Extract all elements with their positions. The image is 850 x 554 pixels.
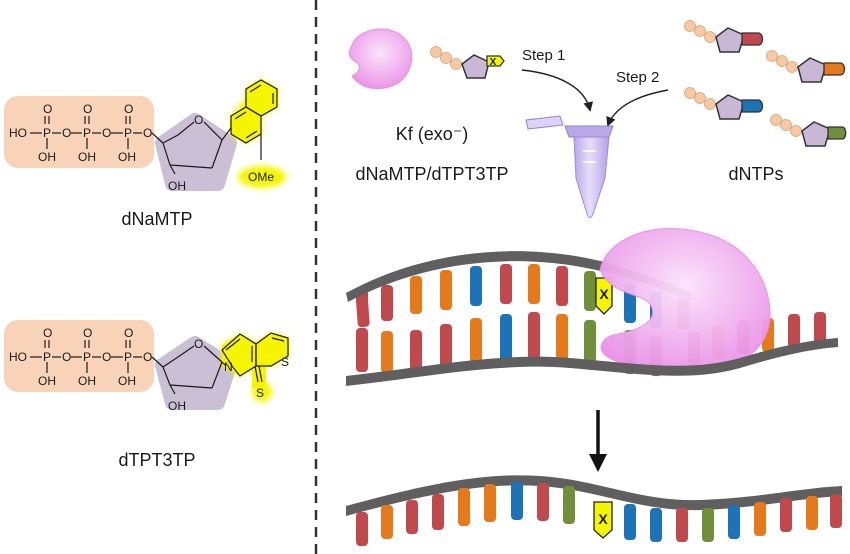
oh-label: OH — [168, 399, 186, 413]
dntp-icon-orange — [766, 50, 846, 83]
s-label: S — [256, 386, 264, 400]
dnamtp-label: dNaMTP — [121, 209, 192, 229]
o-label: O — [102, 126, 111, 140]
o-label: O — [83, 102, 92, 116]
ho-label: HO — [9, 126, 27, 140]
oh-label: OH — [78, 374, 96, 388]
x-base-marker — [593, 501, 613, 539]
product-backbone — [346, 475, 842, 516]
oh-label: OH — [38, 374, 56, 388]
p-label: P — [43, 350, 51, 364]
pentagon-icon — [461, 54, 490, 79]
down-arrow — [589, 410, 607, 472]
molecule-dnamtp: HO P O P O P O O O O OH OH OH — [4, 79, 286, 229]
p-label: P — [83, 350, 91, 364]
unnatural-nucleotide-icon: X — [430, 46, 505, 79]
s-label: S — [281, 355, 289, 369]
dntps-label: dNTPs — [728, 164, 783, 184]
o-label: O — [62, 126, 71, 140]
bottom-backbone — [346, 338, 838, 386]
oh-label: OH — [38, 150, 56, 164]
enzyme-icon — [348, 28, 413, 90]
oh-label: OH — [118, 374, 136, 388]
o-label: O — [83, 326, 92, 340]
o-label: O — [124, 102, 133, 116]
molecule-dtpt3tp: HO P O P O P O O O O OH OH OH — [4, 320, 289, 470]
o-label: O — [43, 102, 52, 116]
step1-arrow — [521, 69, 594, 112]
replication-dna: X — [346, 228, 838, 386]
step2-arrow — [606, 89, 669, 127]
ho-label: HO — [9, 350, 27, 364]
o-label: O — [62, 350, 71, 364]
p-label: P — [124, 126, 132, 140]
o-label: O — [143, 350, 152, 364]
dntp-icon-green — [770, 114, 847, 147]
triphosphate-highlight — [4, 96, 154, 168]
n-label: N — [224, 360, 233, 374]
x-marker: X — [599, 286, 609, 302]
dntp-icon-red — [684, 20, 764, 53]
step1-label: Step 1 — [522, 47, 565, 64]
o-label: O — [102, 350, 111, 364]
oh-label: OH — [78, 150, 96, 164]
o-label: O — [194, 113, 203, 127]
sugar-highlight — [155, 113, 237, 191]
o-label: O — [124, 326, 133, 340]
sugar-highlight — [155, 336, 237, 410]
x-marker: X — [490, 57, 497, 68]
x-marker: X — [598, 511, 608, 527]
ome-label: OMe — [248, 170, 274, 184]
substrates-label: dNaMTP/dTPT3TP — [355, 164, 508, 184]
step2-label: Step 2 — [616, 69, 659, 86]
oh-label: OH — [118, 150, 136, 164]
o-label: O — [194, 337, 203, 351]
dtpt3tp-label: dTPT3TP — [118, 450, 195, 470]
o-label: O — [43, 326, 52, 340]
triphosphate-highlight — [4, 320, 154, 392]
dntp-icon-blue — [684, 87, 764, 120]
product-bases — [356, 482, 842, 546]
reaction-tube-icon — [525, 115, 614, 219]
oh-label: OH — [168, 179, 186, 193]
o-label: O — [143, 126, 152, 140]
p-label: P — [83, 126, 91, 140]
p-label: P — [124, 350, 132, 364]
product-dna: X — [346, 475, 842, 546]
enzyme-label: Kf (exo⁻) — [396, 124, 469, 144]
p-label: P — [43, 126, 51, 140]
